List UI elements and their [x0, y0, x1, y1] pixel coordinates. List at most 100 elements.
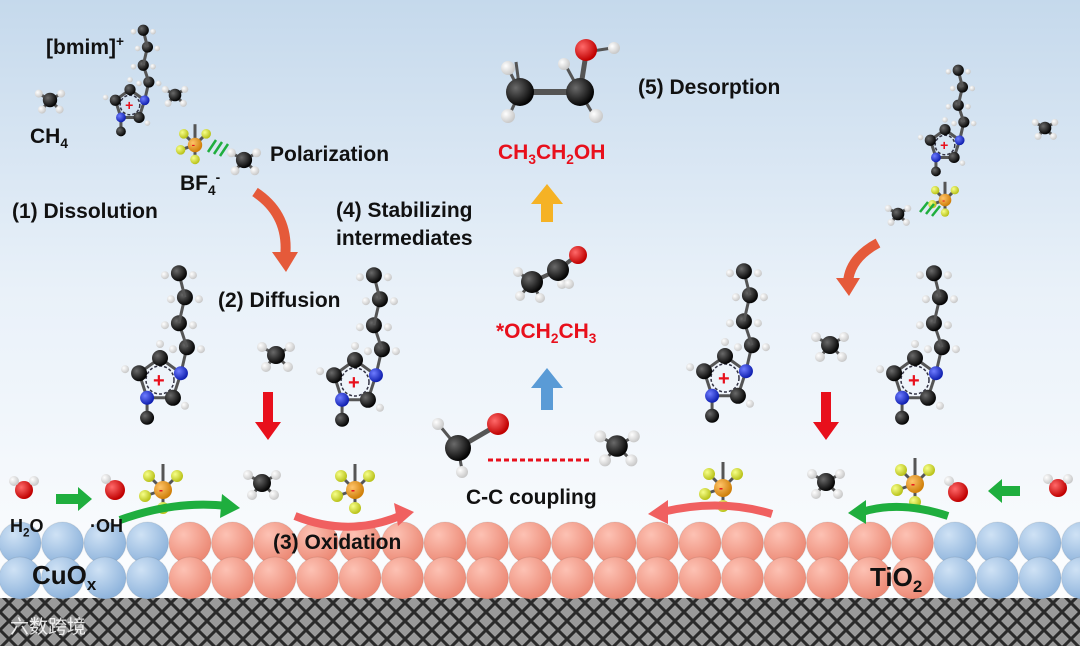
carbon-atom [948, 151, 960, 164]
hydrogen-atom [456, 466, 468, 478]
carbon-atom [696, 363, 713, 380]
hydrogen-atom [375, 403, 384, 412]
methane-molecule-icon [884, 204, 912, 226]
carbon-atom [717, 348, 733, 364]
cation-charge-sign: + [153, 370, 165, 392]
tio2-atom [721, 556, 764, 600]
hydrogen-atom [271, 470, 281, 480]
carbon-atom [566, 78, 594, 106]
tio2-atom [593, 556, 637, 600]
oxygen-atom [1049, 479, 1067, 497]
hydrogen-atom [731, 293, 740, 302]
bmim-label: [bmim]+ [46, 34, 124, 59]
hydrogen-atom [250, 166, 260, 176]
hydrogen-atom [811, 332, 821, 342]
hydrogen-atom [535, 293, 545, 303]
hydrogen-atom [887, 218, 895, 226]
carbon-atom [365, 267, 382, 284]
hydrogen-atom [969, 85, 976, 92]
hydrogen-atom [188, 321, 197, 330]
tio2-atom [551, 556, 594, 600]
hydrogen-atom [34, 89, 43, 98]
fluorine-atom [179, 129, 189, 139]
carbon-atom [817, 473, 835, 491]
hydrogen-atom [230, 166, 240, 176]
nitrogen-atom [705, 388, 720, 403]
fluorine-atom [175, 145, 186, 155]
intermediate-label: *OCH2CH3 [496, 320, 597, 347]
hydrogen-atom [355, 323, 364, 332]
anion-charge-sign: - [719, 481, 723, 495]
hydrogen-atom [753, 319, 762, 328]
fluorine-atom [171, 470, 183, 482]
carbon-atom [891, 207, 905, 221]
anion-charge-sign: - [159, 483, 163, 497]
hydrogen-atom [807, 469, 817, 479]
hydrogen-atom [164, 99, 172, 107]
hydrogen-atom [247, 490, 257, 500]
hydrogen-atom [57, 89, 66, 98]
hydrogen-atom [686, 363, 695, 372]
hydrogen-atom [970, 120, 977, 127]
down-arrow-right [813, 392, 839, 440]
boron-atom [714, 479, 732, 497]
boron-atom [154, 481, 172, 499]
tio2-atom [466, 556, 509, 600]
hydrogen-atom [432, 418, 444, 430]
tio2-atom [891, 556, 934, 600]
hydrogen-atom [144, 120, 151, 126]
bf4-anion-icon: - [928, 181, 959, 217]
hydrogen-atom [589, 109, 603, 123]
hydrogen-atom [884, 204, 892, 212]
hydrogen-atom [835, 469, 845, 479]
water-to-oh-arrow [56, 487, 92, 511]
nitrogen-atom [335, 392, 350, 407]
green-surface-arrow-right-head [848, 500, 866, 524]
oxygen-atom [569, 246, 587, 264]
carbon-atom [140, 410, 155, 425]
fluorine-atom [363, 470, 375, 482]
fluorine-atom [940, 208, 950, 217]
carbon-atom [606, 435, 628, 457]
nitrogen-atom [139, 95, 150, 106]
hydrogen-atom [943, 321, 952, 330]
hydrogen-atom [226, 148, 236, 158]
nitrogen-atom [140, 390, 155, 405]
polarization-mark-icon [919, 201, 941, 217]
carbon-atom [952, 64, 964, 76]
hydrogen-atom [721, 338, 729, 346]
stabilizing-label-line2: intermediates [336, 227, 473, 250]
carbon-atom [124, 84, 136, 96]
anion-charge-sign: - [911, 477, 915, 491]
hydrogen-atom [949, 85, 956, 92]
fluorine-atom [699, 488, 711, 500]
carbon-atom [109, 94, 121, 106]
hydrogen-atom [501, 61, 515, 75]
hydrogen-atom [951, 120, 957, 127]
bf4-anion-icon: - [331, 464, 375, 514]
hydrogen-atom [564, 279, 574, 289]
tio2-atom [806, 556, 849, 600]
hydrogen-atom [959, 160, 966, 166]
hydrogen-atom [383, 273, 392, 282]
imidazolium-ring-icon: + [686, 263, 770, 423]
water-molecule-icon [1043, 474, 1073, 497]
fluorine-atom [143, 470, 155, 482]
carbon-atom [547, 259, 569, 281]
hydrogen-atom [759, 293, 768, 302]
hydrogen-atom [911, 340, 919, 348]
hydrogen-atom [733, 343, 742, 352]
cuox-atom [41, 556, 84, 600]
hydrogen-atom [383, 323, 392, 332]
desorption-label: (5) Desorption [638, 76, 781, 99]
hydrogen-atom [161, 85, 169, 93]
hydrogen-atom [194, 295, 203, 304]
hydrogen-atom [558, 58, 570, 70]
hydrogen-atom [915, 271, 924, 280]
methane-molecule-icon [1031, 118, 1059, 140]
carbon-atom [907, 350, 923, 366]
hydrogen-atom [166, 295, 175, 304]
carbon-atom [925, 265, 942, 282]
